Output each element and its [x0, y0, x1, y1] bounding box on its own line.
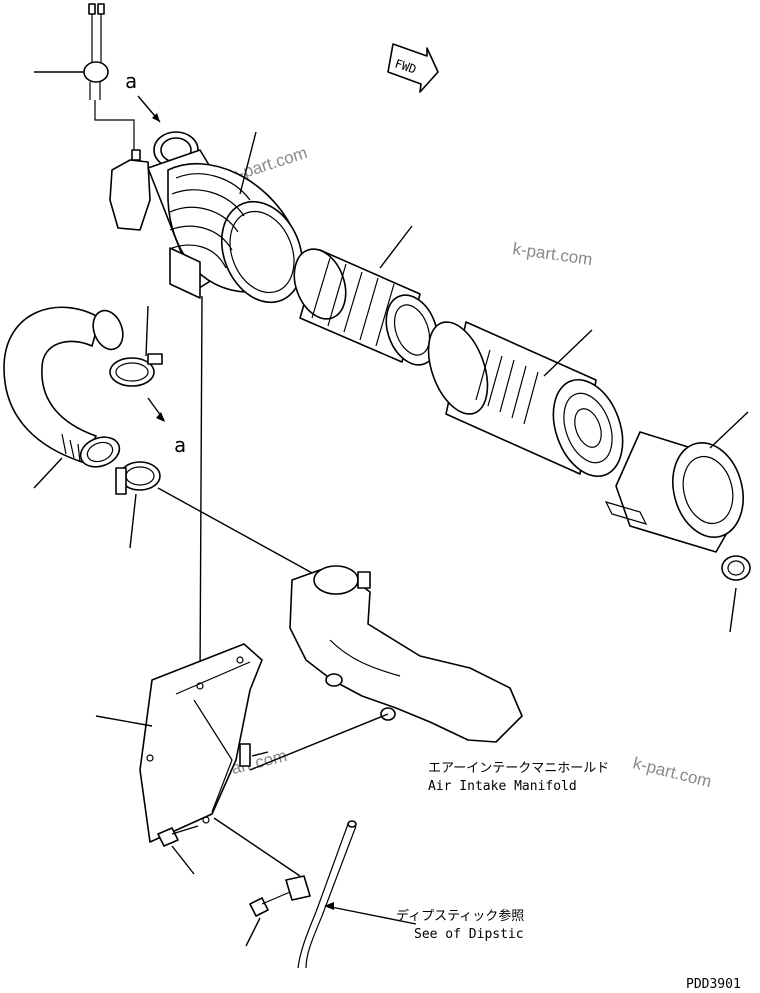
dipstick-label-jp: ディプスティック参照: [396, 908, 524, 924]
evacuator-valve: [721, 555, 751, 633]
hose-clamp-lower: [115, 461, 161, 549]
callout-a-top: a: [125, 69, 137, 93]
mounting-bracket: [95, 643, 263, 843]
hose-clamp-upper: [109, 305, 163, 387]
watermark-4: k-part.com: [631, 753, 714, 791]
manifold-label-en: Air Intake Manifold: [428, 779, 577, 794]
fwd-label: FWD: [393, 57, 418, 77]
manifold-label-jp: エアーインテークマニホールド: [428, 761, 609, 776]
callout-a-bottom: a: [174, 433, 186, 457]
dipstick-tube: [213, 817, 357, 969]
watermark-2: k-part.com: [511, 239, 593, 269]
dust-cap: [604, 411, 749, 553]
dipstick-label-en: See of Dipstic: [414, 927, 524, 942]
bolt-lower: [245, 891, 291, 947]
inner-filter-element: [293, 225, 439, 366]
fwd-arrow: FWD: [387, 43, 439, 93]
bolt-upper: [239, 743, 269, 767]
drawing-number: PDD3901: [686, 977, 741, 992]
bolt-middle: [157, 825, 199, 875]
air-cleaner-housing: [109, 131, 304, 304]
vacuum-indicator: [34, 3, 135, 150]
intake-hose: [3, 306, 124, 489]
air-intake-manifold: [289, 565, 523, 743]
outer-filter-element: [427, 321, 624, 478]
